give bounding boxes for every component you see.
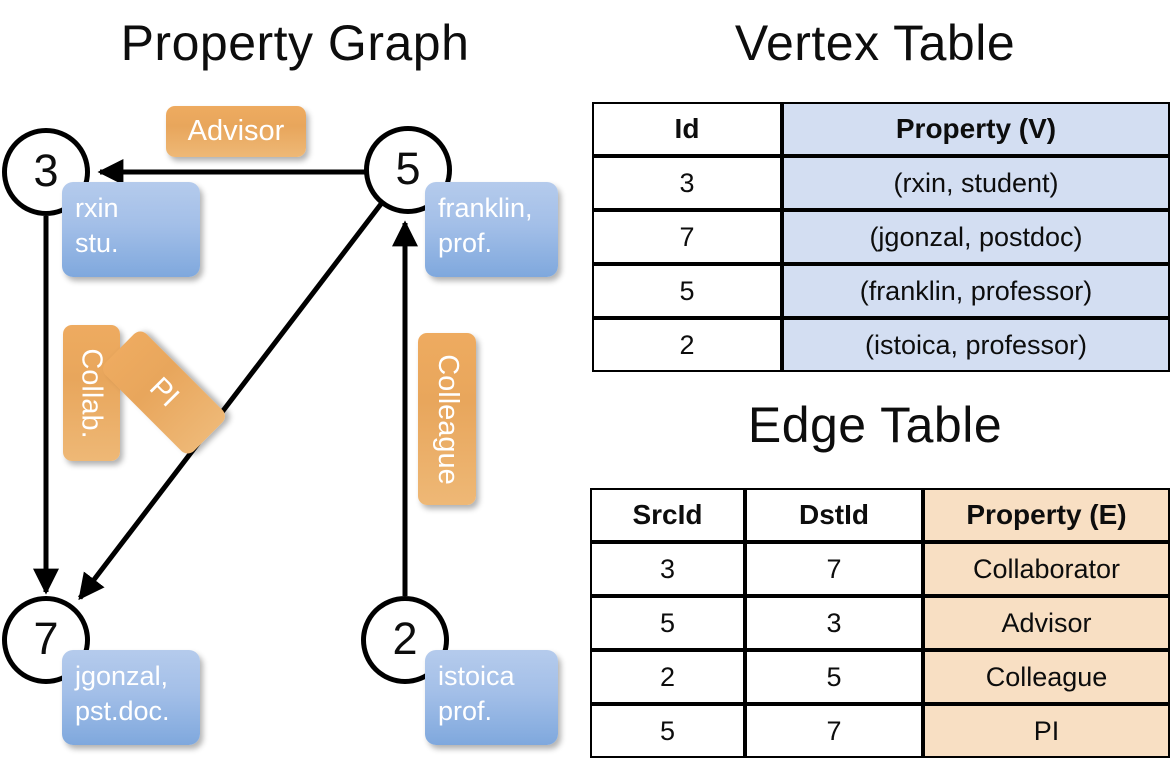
vertex-cell-property: (rxin, student) (782, 156, 1170, 210)
vertex-property-box-5: franklin, prof. (425, 182, 558, 277)
edge-cell-dstid: 7 (745, 542, 923, 596)
vertex-property-box-5-line1: franklin, (438, 193, 533, 223)
vertex-table-header-id: Id (592, 102, 782, 156)
table-row[interactable]: 5 (franklin, professor) (592, 264, 1170, 318)
edge-cell-property: Colleague (923, 650, 1170, 704)
vertex-property-box-5-line2: prof. (438, 227, 493, 258)
vertex-property-box-2-line1: istoica (438, 661, 515, 691)
page-title-property-graph: Property Graph (120, 15, 470, 71)
graph-node-7-label: 7 (33, 612, 59, 664)
vertex-cell-property: (franklin, professor) (782, 264, 1170, 318)
table-row[interactable]: 3 (rxin, student) (592, 156, 1170, 210)
property-graph-diagram: 3 5 7 2 rxin stu. franklin, prof. jgonza… (0, 0, 580, 760)
vertex-property-box-7-line1: jgonzal, (75, 661, 169, 691)
edge-cell-property: Collaborator (923, 542, 1170, 596)
vertex-table: Id Property (V) 3 (rxin, student) 7 (jgo… (592, 102, 1170, 372)
vertex-property-box-3: rxin stu. (62, 182, 200, 277)
edge-table: SrcId DstId Property (E) 3 7 Collaborato… (590, 488, 1170, 758)
table-row[interactable]: 2 5 Colleague (590, 650, 1170, 704)
edge-table-header-row: SrcId DstId Property (E) (590, 488, 1170, 542)
vertex-property-box-2: istoica prof. (425, 650, 558, 745)
table-row[interactable]: 2 (istoica, professor) (592, 318, 1170, 372)
graph-node-2-label: 2 (392, 612, 418, 664)
graph-node-3-label: 3 (33, 144, 59, 196)
page-title-edge-table: Edge Table (747, 397, 1003, 453)
vertex-cell-property: (istoica, professor) (782, 318, 1170, 372)
edge-label-advisor-text: Advisor (187, 115, 285, 147)
graph-edge-lines (33, 159, 418, 601)
table-row[interactable]: 5 7 PI (590, 704, 1170, 758)
edge-cell-srcid: 2 (590, 650, 745, 704)
edge-table-header-srcid: SrcId (590, 488, 745, 542)
vertex-cell-id: 7 (592, 210, 782, 264)
edge-cell-srcid: 3 (590, 542, 745, 596)
page-title-vertex-table: Vertex Table (734, 15, 1016, 71)
edge-table-header-dstid: DstId (745, 488, 923, 542)
edge-cell-dstid: 3 (745, 596, 923, 650)
vertex-cell-id: 2 (592, 318, 782, 372)
vertex-property-box-3-line2: stu. (75, 227, 119, 258)
edge-cell-property: Advisor (923, 596, 1170, 650)
edge-label-collab: Collab. (63, 325, 120, 461)
vertex-property-box-7: jgonzal, pst.doc. (62, 650, 200, 745)
vertex-cell-property: (jgonzal, postdoc) (782, 210, 1170, 264)
edge-cell-srcid: 5 (590, 596, 745, 650)
edge-label-pi-text: PI (143, 371, 186, 414)
table-row[interactable]: 5 3 Advisor (590, 596, 1170, 650)
vertex-property-box-7-line2: pst.doc. (75, 695, 170, 726)
vertex-cell-id: 5 (592, 264, 782, 318)
edge-cell-dstid: 5 (745, 650, 923, 704)
edge-cell-dstid: 7 (745, 704, 923, 758)
edge-table-header-property: Property (E) (923, 488, 1170, 542)
edge-line-5-to-7 (78, 202, 383, 601)
vertex-cell-id: 3 (592, 156, 782, 210)
edge-cell-property: PI (923, 704, 1170, 758)
edge-label-collab-text: Collab. (76, 347, 108, 439)
vertex-table-header-row: Id Property (V) (592, 102, 1170, 156)
edge-label-colleague-text: Colleague (431, 353, 464, 485)
table-row[interactable]: 3 7 Collaborator (590, 542, 1170, 596)
graph-node-2[interactable]: 2 (361, 596, 449, 684)
table-row[interactable]: 7 (jgonzal, postdoc) (592, 210, 1170, 264)
edge-label-colleague: Colleague (418, 333, 476, 505)
vertex-property-box-3-line1: rxin (75, 193, 119, 223)
graph-node-5-label: 5 (395, 142, 421, 194)
edge-label-advisor: Advisor (166, 106, 306, 157)
edge-cell-srcid: 5 (590, 704, 745, 758)
vertex-property-box-2-line2: prof. (438, 695, 493, 726)
vertex-table-header-property: Property (V) (782, 102, 1170, 156)
